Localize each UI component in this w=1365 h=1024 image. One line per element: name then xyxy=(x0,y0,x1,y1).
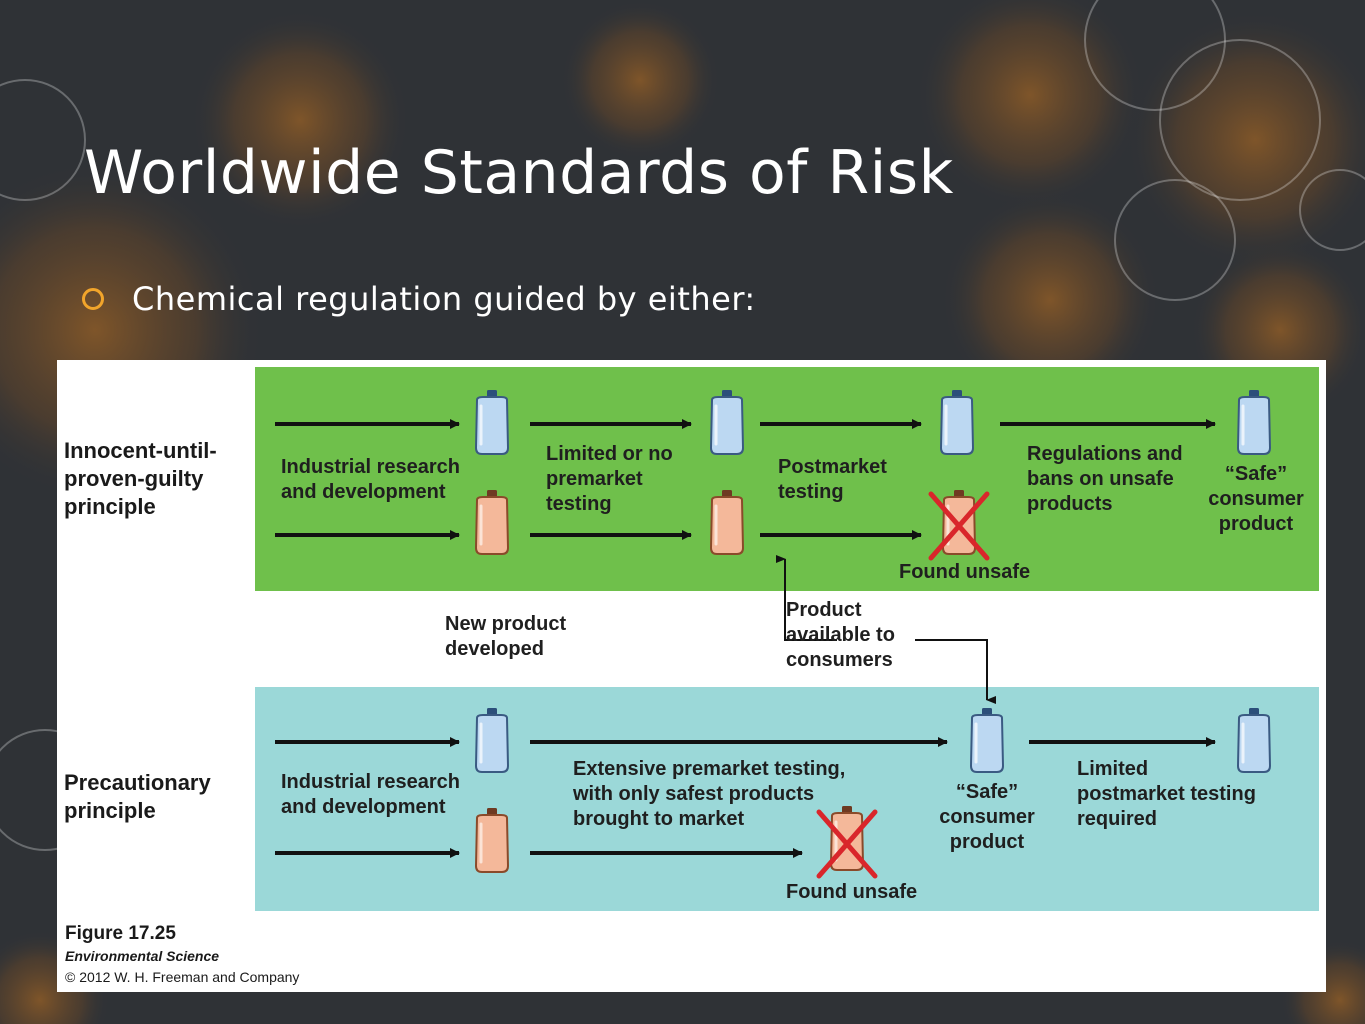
innocent-safe-product: “Safe” consumer product xyxy=(1208,463,1304,535)
safe-bottle-icon xyxy=(709,388,745,456)
safe-bottle-icon xyxy=(969,706,1005,774)
innocent-principle-heading: Innocent-until-proven-guilty principle xyxy=(64,438,217,519)
new-product-label: New product developed xyxy=(445,613,567,660)
safe-bottle-icon xyxy=(1236,388,1272,456)
unsafe-bottle-icon xyxy=(941,488,977,556)
unsafe-bottle-icon xyxy=(709,488,745,556)
innocent-found-unsafe: Found unsafe xyxy=(899,561,1031,583)
product-available-label: Product available to consumers xyxy=(786,599,895,671)
precaution-found-unsafe: Found unsafe xyxy=(786,881,918,903)
precaution-band xyxy=(255,687,1319,911)
precaution-step-postmarket: Limited postmarket testing required xyxy=(1077,758,1256,830)
slide-title: Worldwide Standards of Risk xyxy=(84,138,954,208)
safe-bottle-icon xyxy=(939,388,975,456)
innocent-band xyxy=(255,367,1319,591)
risk-standards-figure: Innocent-until-proven-guilty principle I… xyxy=(57,360,1326,992)
innocent-step-regulations: Regulations and bans on unsafe products xyxy=(1027,443,1183,515)
precaution-step-research: Industrial research and development xyxy=(281,771,460,818)
bullet-circle-icon xyxy=(82,288,104,310)
safe-bottle-icon xyxy=(474,388,510,456)
bullet-text: Chemical regulation guided by either: xyxy=(132,280,756,318)
innocent-step-research: Industrial research and development xyxy=(281,456,460,503)
safe-bottle-icon xyxy=(474,706,510,774)
figure-graphics xyxy=(255,367,1319,911)
figure-number: Figure 17.25 xyxy=(65,923,176,944)
precaution-safe-product: “Safe” consumer product xyxy=(939,781,1035,853)
figure-copyright: © 2012 W. H. Freeman and Company xyxy=(65,969,300,985)
connector-line xyxy=(915,639,996,704)
connector-line xyxy=(784,560,837,641)
figure-source-book: Environmental Science xyxy=(65,948,220,964)
precaution-step-premarket: Extensive premarket testing, with only s… xyxy=(573,758,846,830)
figure-caption: Figure 17.25 Environmental Science © 201… xyxy=(65,922,299,988)
innocent-step-postmarket: Postmarket testing xyxy=(778,456,887,503)
precautionary-principle-heading: Precautionary principle xyxy=(64,770,211,823)
innocent-step-premarket: Limited or no premarket testing xyxy=(546,443,673,515)
